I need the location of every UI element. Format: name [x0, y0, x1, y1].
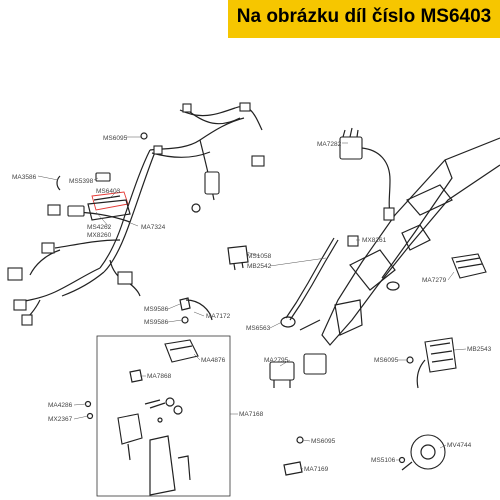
- label-ma2795: MA2795: [264, 357, 289, 364]
- relay-ma2795-drawing: [269, 353, 327, 388]
- highlighted-part-ms6403: [91, 191, 129, 211]
- label-mx8261: MX8261: [362, 237, 387, 244]
- label-ms6095-top: MS6095: [103, 135, 128, 142]
- label-ms4262: MS4262: [87, 224, 112, 231]
- label-mb2543: MB2543: [467, 346, 492, 353]
- label-ma4876: MA4876: [201, 357, 226, 364]
- regulator-ma7279-drawing: [451, 253, 487, 279]
- label-ms6403: MS6403: [96, 188, 121, 195]
- label-ms5398: MS5398: [69, 178, 94, 185]
- label-ma3586: MA3586: [12, 174, 37, 181]
- label-ma7168: MA7168: [239, 411, 264, 418]
- frame-drawing: [299, 137, 500, 346]
- label-ma7279: MA7279: [422, 277, 447, 284]
- header-banner: Na obrázku díl číslo MS6403: [228, 0, 500, 38]
- leader-lines: [37, 136, 467, 470]
- label-ms6095-right: MS6095: [374, 357, 399, 364]
- label-ms6563: MS6563: [246, 325, 271, 332]
- horn-mv4744-drawing: [401, 434, 446, 471]
- label-ma4286: MA4286: [48, 402, 73, 409]
- label-ma7172: MA7172: [206, 313, 231, 320]
- callout-labels: MS6095 MA7282 MA3586 MS5398 MS6403 MS426…: [12, 135, 492, 473]
- label-ma7868: MA7868: [147, 373, 172, 380]
- page-title: Na obrázku díl číslo MS6403: [236, 6, 492, 27]
- lock-set-drawing: [117, 339, 199, 496]
- label-ma7282: MA7282: [317, 141, 342, 148]
- lock-set-frame: [96, 335, 231, 497]
- sensor-cable-drawing: [227, 235, 359, 328]
- regulator-mb2543-drawing: [416, 337, 457, 389]
- label-mb2542: MB2542: [247, 263, 272, 270]
- label-mx2367: MX2367: [48, 416, 73, 423]
- label-mx8260: MX8260: [87, 232, 112, 239]
- label-ms9586-b: MS9586: [144, 319, 169, 326]
- label-ms6095-bottom: MS6095: [311, 438, 336, 445]
- wiring-harness: [7, 102, 265, 326]
- label-ma7324: MA7324: [141, 224, 166, 231]
- label-ms9586-a: MS9586: [144, 306, 169, 313]
- label-mv4744: MV4744: [447, 442, 472, 449]
- connector-cluster: [56, 172, 131, 221]
- label-ms1058: MS1058: [247, 253, 272, 260]
- label-ma7169: MA7169: [304, 466, 329, 473]
- relay-ma7282-drawing: [339, 127, 395, 221]
- label-ms5106: MS5106: [371, 457, 396, 464]
